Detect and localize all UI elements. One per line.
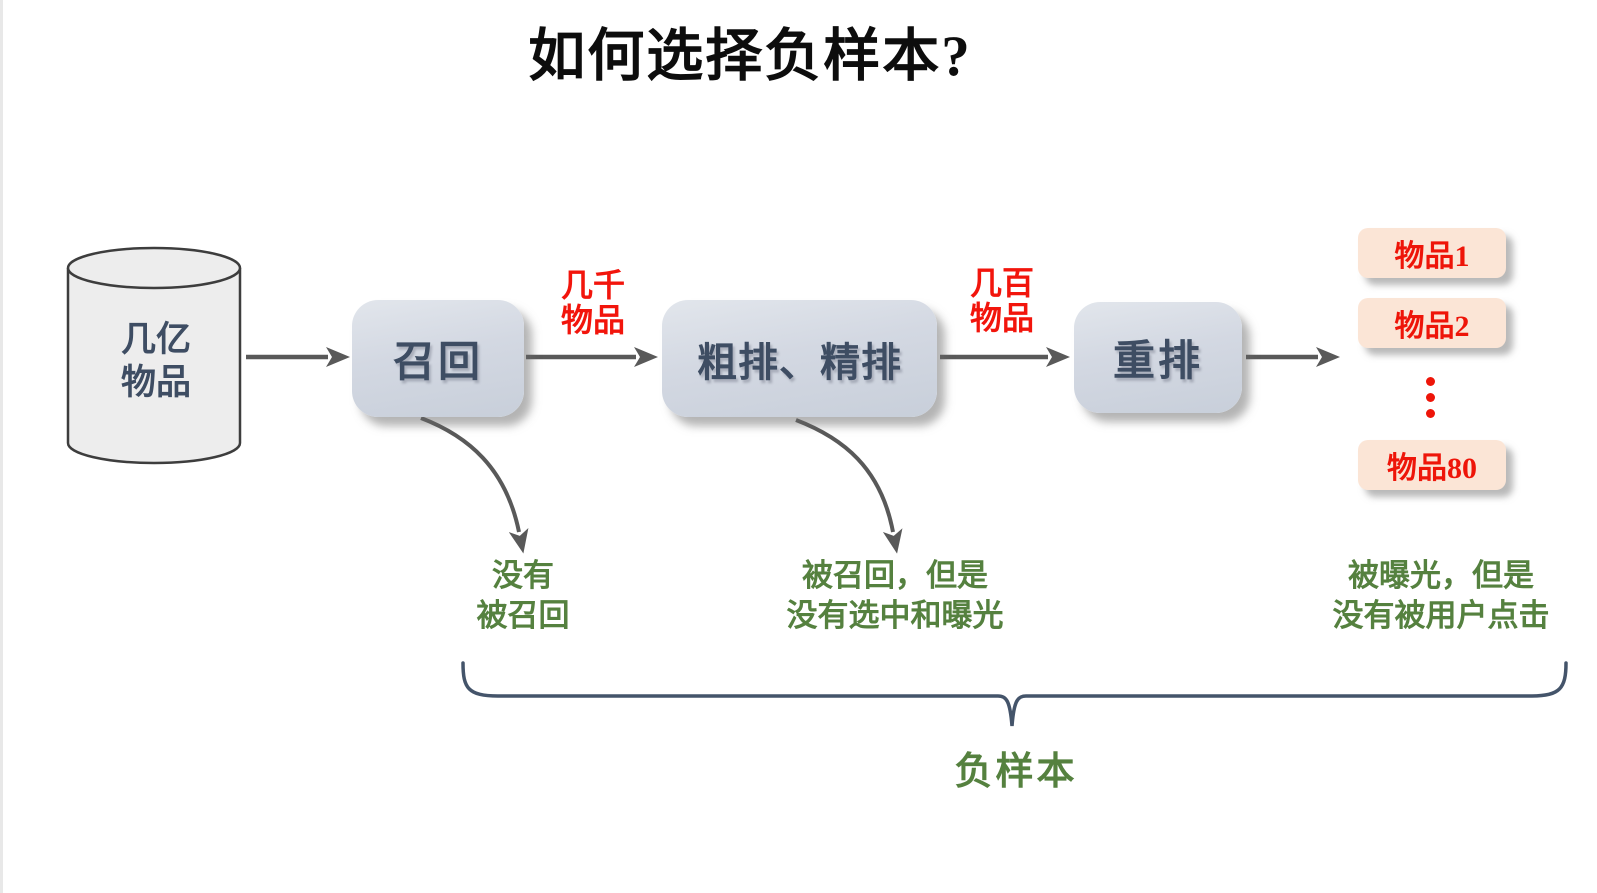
database-cylinder-icon [66, 246, 242, 465]
note-recalled-not-exposed: 被召回，但是 没有选中和曝光 [745, 556, 1045, 636]
diagram-title: 如何选择负样本? [528, 25, 972, 88]
output-item-80: 物品80 [1358, 440, 1506, 490]
underbrace [461, 661, 1568, 727]
output-item-1-label: 物品1 [1394, 240, 1470, 273]
stage-label-rank: 粗排、精排 [697, 339, 902, 385]
note-recalled-not-exposed-line2: 没有选中和曝光 [786, 598, 1004, 633]
flow-label-thousands-line2: 物品 [560, 302, 625, 338]
flow-label-hundreds-line1: 几百 [969, 265, 1034, 301]
stage-box-rerank: 重排 [1074, 302, 1242, 413]
flow-label-thousands: 几千 物品 [528, 268, 658, 338]
stage-label-recall: 召回 [392, 340, 483, 386]
screenshot-left-edge [0, 0, 3, 893]
stage-box-rank: 粗排、精排 [662, 300, 937, 417]
flow-label-hundreds-line2: 物品 [969, 300, 1034, 336]
curved-arrow-not-exposed [795, 418, 903, 554]
source-db-line1: 几亿 [120, 320, 191, 359]
note-exposed-not-clicked-line1: 被曝光，但是 [1348, 558, 1534, 593]
note-exposed-not-clicked: 被曝光，但是 没有被用户点击 [1291, 556, 1591, 636]
output-item-1: 物品1 [1358, 228, 1506, 278]
note-not-recalled-line1: 没有 [492, 558, 554, 593]
note-not-recalled: 没有 被召回 [398, 556, 648, 636]
source-db-line2: 物品 [120, 363, 191, 402]
stage-box-recall: 召回 [352, 300, 524, 417]
flow-label-thousands-line1: 几千 [560, 267, 625, 303]
negative-samples-label: 负样本 [954, 751, 1078, 793]
source-db-label: 几亿 物品 [72, 318, 240, 404]
curved-arrow-not-recalled [420, 416, 529, 554]
vertical-ellipsis-icon [1426, 377, 1435, 418]
output-item-2-label: 物品2 [1394, 310, 1470, 343]
note-exposed-not-clicked-line2: 没有被用户点击 [1332, 598, 1550, 633]
note-not-recalled-line2: 被召回 [476, 598, 570, 633]
stage-label-rerank: 重排 [1112, 339, 1203, 385]
note-recalled-not-exposed-line1: 被召回，但是 [802, 558, 988, 593]
output-item-2: 物品2 [1358, 298, 1506, 348]
ellipsis-dot [1426, 393, 1435, 402]
flow-label-hundreds: 几百 物品 [937, 266, 1067, 336]
ellipsis-dot [1426, 377, 1435, 386]
ellipsis-dot [1426, 409, 1435, 418]
output-item-80-label: 物品80 [1387, 452, 1477, 485]
